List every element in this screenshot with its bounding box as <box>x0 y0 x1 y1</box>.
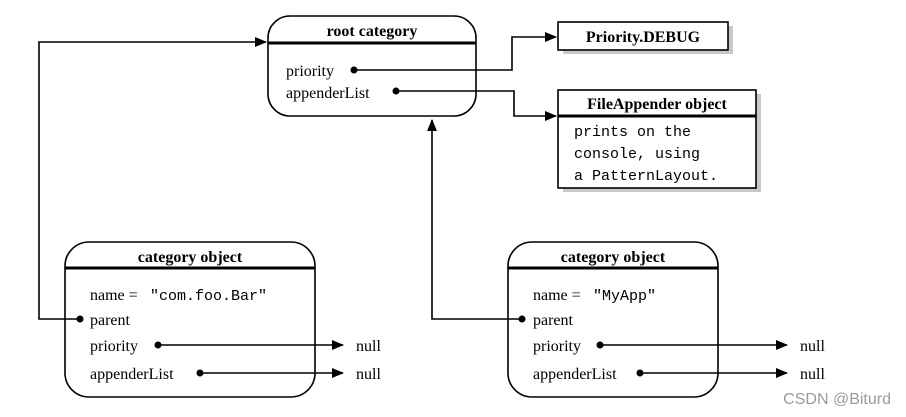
category-left-priority-label: priority <box>90 338 138 355</box>
category-left-title: category object <box>138 249 243 266</box>
category-left-parent-label: parent <box>90 312 131 329</box>
root-priority-connector <box>354 32 557 71</box>
category-left-name-label: name = <box>90 287 138 304</box>
category-right-appender-label: appenderList <box>533 366 617 383</box>
category-left-name-value: "com.foo.Bar" <box>150 288 267 305</box>
priority-debug-label: Priority.DEBUG <box>586 29 701 46</box>
category-object-right: category object name = "MyApp" parent pr… <box>507 241 719 398</box>
right-appender-null: null <box>800 366 825 383</box>
root-category-box: root category priority appenderList <box>267 15 477 117</box>
root-category-title: root category <box>327 23 418 40</box>
category-left-appender-label: appenderList <box>90 366 174 383</box>
category-right-parent-label: parent <box>533 312 574 329</box>
right-parent-connector <box>427 119 522 320</box>
file-appender-box: FileAppender object prints on the consol… <box>557 89 761 192</box>
category-right-title: category object <box>561 249 666 266</box>
root-appender-label: appenderList <box>286 85 370 102</box>
root-priority-label: priority <box>286 63 334 80</box>
category-object-left: category object name = "com.foo.Bar" par… <box>64 241 316 398</box>
category-right-priority-label: priority <box>533 338 581 355</box>
priority-debug-box: Priority.DEBUG <box>557 21 733 54</box>
left-parent-connector <box>38 37 267 320</box>
file-appender-line-1: prints on the <box>574 124 691 141</box>
left-appender-null: null <box>356 366 381 383</box>
category-right-name-value: "MyApp" <box>593 288 656 305</box>
category-right-name-label: name = <box>533 287 581 304</box>
root-appender-connector <box>396 90 557 121</box>
left-priority-null: null <box>356 338 381 355</box>
file-appender-title: FileAppender object <box>587 96 727 113</box>
file-appender-line-3: a PatternLayout. <box>574 168 718 185</box>
watermark: CSDN @Biturd <box>783 391 891 408</box>
file-appender-line-2: console, using <box>574 146 700 163</box>
right-priority-null: null <box>800 338 825 355</box>
